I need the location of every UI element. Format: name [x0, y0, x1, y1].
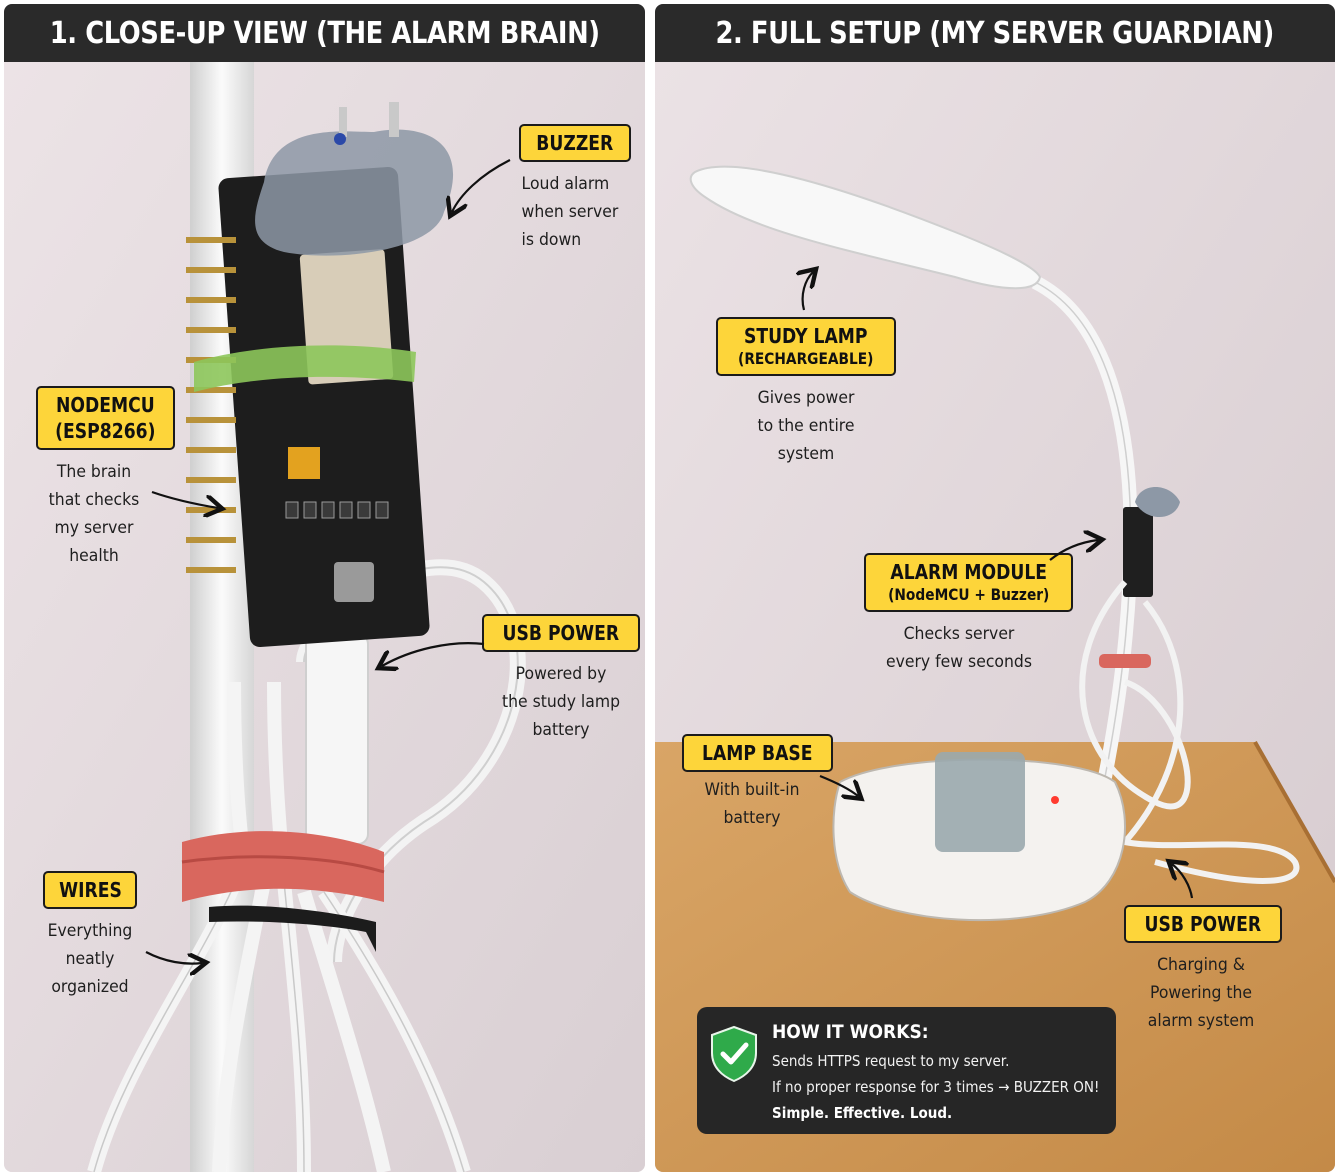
study-lamp-desc: Gives power to the entire system: [757, 387, 855, 464]
how-line-2: If no proper response for 3 times → BUZZ…: [772, 1078, 1100, 1096]
callout-buzzer: BUZZER Loud alarm when server is down: [519, 124, 631, 254]
buzzer-component: [255, 102, 454, 256]
buzzer-desc: Loud alarm when server is down: [521, 174, 619, 250]
wires-tag: WIRES: [42, 871, 138, 909]
usb-power-left-desc: Powered by the study lamp battery: [501, 664, 621, 740]
right-panel: 2. FULL SETUP (MY SERVER GUARDIAN): [655, 4, 1335, 1172]
red-rubber-band: [182, 831, 384, 902]
how-line-3: Simple. Effective. Loud.: [772, 1104, 953, 1122]
nodemcu-tag: NODEMCU (ESP8266): [36, 386, 175, 450]
how-line-1: Sends HTTPS request to my server.: [772, 1052, 1010, 1070]
usb-power-left-tag: USB POWER: [482, 614, 640, 652]
usb-power-right-desc: Charging & Powering the alarm system: [1147, 955, 1255, 1031]
wires-desc: Everything neatly organized: [47, 921, 133, 997]
shield-check-icon: [711, 1025, 757, 1083]
how-it-works-box: HOW IT WORKS: Sends HTTPS request to my …: [697, 1007, 1116, 1134]
closeup-photo: [4, 62, 645, 1172]
green-rubber-band: [194, 345, 416, 392]
alarm-module-small: [1123, 507, 1153, 597]
callout-wires: WIRES Everything neatly organized: [30, 871, 150, 1001]
right-panel-header: 2. FULL SETUP (MY SERVER GUARDIAN): [655, 4, 1335, 62]
alarm-module-desc: Checks server every few seconds: [886, 623, 1032, 672]
right-panel-title: 2. FULL SETUP (MY SERVER GUARDIAN): [715, 15, 1275, 51]
how-it-works-title: HOW IT WORKS:: [772, 1021, 929, 1043]
full-setup-photo: [655, 62, 1335, 1172]
left-panel-title: 1. CLOSE-UP VIEW (THE ALARM BRAIN): [49, 15, 600, 51]
callout-alarm-module: ALARM MODULE (NodeMCU + Buzzer) Checks s…: [864, 553, 1074, 676]
callout-usb-power-right: USB POWER Charging & Powering the alarm …: [1124, 905, 1282, 1035]
callout-lamp-base: LAMP BASE With built-in battery: [682, 734, 833, 832]
lamp-base-tag: LAMP BASE: [682, 734, 833, 772]
usb-plug: [305, 633, 369, 845]
left-panel-header: 1. CLOSE-UP VIEW (THE ALARM BRAIN): [4, 4, 645, 62]
alarm-module-tag: ALARM MODULE (NodeMCU + Buzzer): [864, 553, 1074, 612]
left-panel: 1. CLOSE-UP VIEW (THE ALARM BRAIN): [4, 4, 645, 1172]
lamp-base-desc: With built-in battery: [704, 780, 800, 828]
callout-study-lamp: STUDY LAMP (RECHARGEABLE) Gives power to…: [716, 317, 896, 468]
study-lamp-tag: STUDY LAMP (RECHARGEABLE): [716, 317, 896, 376]
nodemcu-board: [186, 166, 430, 648]
usb-power-right-tag: USB POWER: [1124, 905, 1282, 943]
callout-usb-power-left: USB POWER Powered by the study lamp batt…: [480, 614, 642, 744]
callout-nodemcu: NODEMCU (ESP8266) The brain that checks …: [36, 386, 175, 570]
nodemcu-desc: The brain that checks my server health: [48, 462, 140, 566]
lamp-head: [689, 165, 1042, 290]
cable-tie: [209, 905, 376, 952]
buzzer-tag: BUZZER: [519, 124, 631, 162]
